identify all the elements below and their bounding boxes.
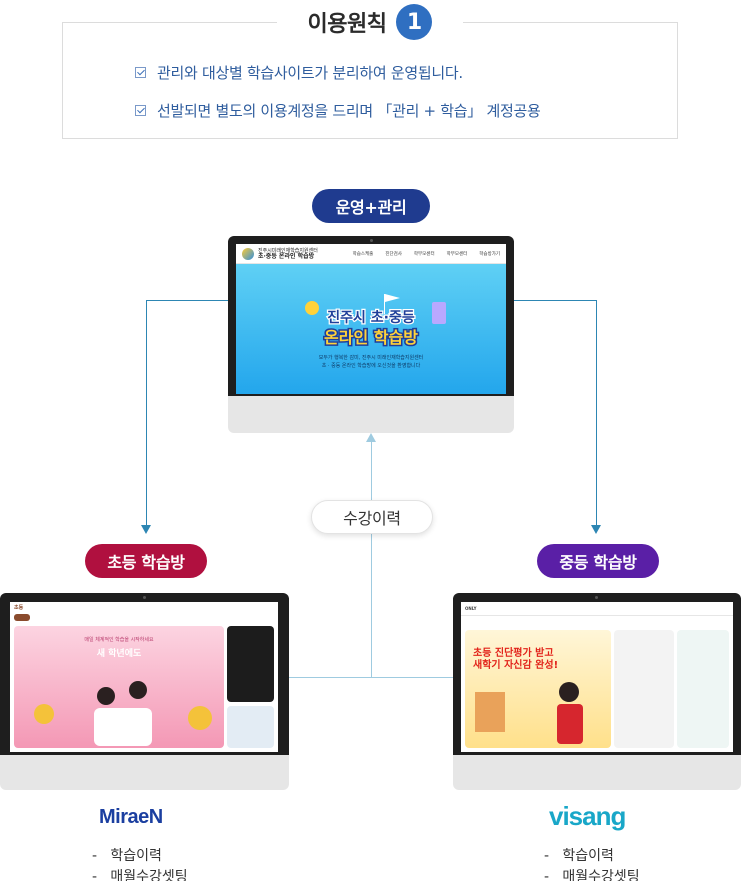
flag-icon <box>385 294 400 302</box>
center-site-header: 진주시미래인재학습지원센터 초·중등 온라인 학습방 학습스케줄 진단검사 학부… <box>236 244 506 264</box>
principle-item-label: 관리와 대상별 학습사이트가 분리하여 운영됩니다. <box>157 63 463 82</box>
left-feature-list: - 학습이력 - 매월수강셋팅 <box>92 845 188 881</box>
coin-icon <box>188 706 212 730</box>
center-menu-item: 학부모센터 <box>413 251 435 257</box>
connector-line <box>146 300 228 301</box>
right-hero: 초등 진단평가 받고 새학기 자신감 완성! <box>465 630 611 748</box>
center-site-name: 초·중등 온라인 학습방 <box>258 252 315 260</box>
arrow-down-icon <box>591 525 601 534</box>
checkbox-icon <box>135 66 146 78</box>
center-monitor: 진주시미래인재학습지원센터 초·중등 온라인 학습방 학습스케줄 진단검사 학부… <box>228 236 514 433</box>
center-screen: 진주시미래인재학습지원센터 초·중등 온라인 학습방 학습스케줄 진단검사 학부… <box>236 244 506 394</box>
left-site-logo: 초등 <box>14 604 24 611</box>
list-item: - 매월수강셋팅 <box>544 869 640 881</box>
center-hero-title-line1: 진주시 초·중등 <box>327 309 415 326</box>
left-monitor: 초등 매일 체계적인 학습을 시작하세요 새 학년에도 <box>0 593 289 790</box>
center-site-menu: 학습스케줄 진단검사 학부모센터 학부모센터 학습방가기 <box>353 251 500 257</box>
principle-heading: 이용원칙 1 <box>277 2 463 42</box>
camera-icon <box>595 596 598 599</box>
center-hero-sub2: 초 · 중등 온라인 학습방에 오신것을 환영합니다 <box>321 363 421 369</box>
right-hero-art <box>475 682 583 744</box>
list-item: - 매월수강셋팅 <box>92 869 188 881</box>
site-logo-icon <box>242 247 254 260</box>
coin-icon <box>34 704 54 724</box>
monitor-stand <box>0 755 289 790</box>
left-side-panel <box>227 626 274 702</box>
principle-number-badge: 1 <box>396 4 433 40</box>
light-bulb-icon <box>305 301 319 315</box>
center-hero-art: 진주시 초·중등 온라인 학습방 <box>305 294 446 349</box>
principle-item-label: 선발되면 별도의 이용계정을 드리며 「관리 + 학습」 계정공용 <box>157 101 541 120</box>
principle-item: 선발되면 별도의 이용계정을 드리며 「관리 + 학습」 계정공용 <box>135 98 541 122</box>
center-hero-sub1: 모두가 행복한 감미, 진주시 미래인재학습지원센터 <box>318 355 424 361</box>
center-site-org: 진주시미래인재학습지원센터 <box>258 247 318 254</box>
checkbox-icon <box>135 104 146 116</box>
student-figure-icon <box>94 708 152 746</box>
center-hero-title-line2: 온라인 학습방 <box>324 328 418 347</box>
right-hero-line1: 초등 진단평가 받고 <box>473 648 554 659</box>
right-hero-title: 초등 진단평가 받고 새학기 자신감 완성! <box>473 648 558 672</box>
camera-icon <box>143 596 146 599</box>
book-icon <box>432 302 446 324</box>
left-hero-top: 매일 체계적인 학습을 시작하세요 <box>84 637 154 643</box>
monitor-stand <box>228 396 514 433</box>
left-site-header: 초등 <box>10 602 278 612</box>
camera-icon <box>370 239 373 242</box>
school-building-icon <box>475 692 505 732</box>
principle-item: 관리와 대상별 학습사이트가 분리하여 운영됩니다. <box>135 60 540 84</box>
list-item: - 학습이력 <box>544 848 614 864</box>
right-feature-list: - 학습이력 - 매월수강셋팅 <box>544 845 640 881</box>
right-monitor: ONLY 초등 진단평가 받고 새학기 자신감 완성! <box>453 593 741 790</box>
mirae-n-logo: MiraeN <box>99 806 163 828</box>
center-menu-item: 학부모센터 <box>446 251 468 257</box>
left-node-label: 초등 학습방 <box>85 544 207 578</box>
right-site-header: ONLY <box>461 602 733 616</box>
right-site-logo: ONLY <box>465 606 477 611</box>
right-side-panel <box>677 630 729 748</box>
left-side-panel <box>227 706 274 748</box>
visang-logo: visang <box>549 801 626 831</box>
right-screen: ONLY 초등 진단평가 받고 새학기 자신감 완성! <box>461 602 733 752</box>
arrow-down-icon <box>141 525 151 534</box>
center-menu-item: 학습방가기 <box>479 251 500 257</box>
history-line <box>289 677 453 678</box>
left-hero-title: 새 학년에도 <box>96 649 142 659</box>
center-node-label: 운영+관리 <box>312 189 430 223</box>
list-item: - 학습이력 <box>92 848 162 864</box>
student-figure-icon <box>557 704 583 744</box>
left-hero: 매일 체계적인 학습을 시작하세요 새 학년에도 <box>14 626 224 748</box>
connector-line <box>596 300 597 526</box>
history-line <box>371 441 372 677</box>
student-avatar-icon <box>559 682 579 702</box>
center-menu-item: 진단검사 <box>385 251 402 257</box>
center-menu-item: 학습스케줄 <box>352 251 374 257</box>
center-hero: 진주시 초·중등 온라인 학습방 모두가 행복한 감미, 진주시 미래인재학습지… <box>236 264 506 394</box>
right-node-label: 중등 학습방 <box>537 544 659 578</box>
left-screen: 초등 매일 체계적인 학습을 시작하세요 새 학년에도 <box>10 602 278 752</box>
connector-line <box>146 300 147 526</box>
arrow-up-icon <box>366 433 376 442</box>
student-avatar-icon <box>129 681 147 699</box>
student-avatar-icon <box>97 687 115 705</box>
history-label: 수강이력 <box>311 500 433 534</box>
principle-list: 관리와 대상별 학습사이트가 분리하여 운영됩니다. 선발되면 별도의 이용계정… <box>135 60 541 136</box>
connector-line <box>514 300 597 301</box>
flag-pole-icon <box>384 294 385 314</box>
monitor-stand <box>453 755 741 790</box>
left-hero-art <box>34 681 212 746</box>
right-side-panel <box>614 630 674 748</box>
principle-title: 이용원칙 <box>307 12 387 37</box>
right-hero-line2: 새학기 자신감 완성! <box>473 660 559 671</box>
left-site-logo-icon <box>14 614 30 621</box>
center-site-brand: 진주시미래인재학습지원센터 초·중등 온라인 학습방 <box>258 248 318 260</box>
